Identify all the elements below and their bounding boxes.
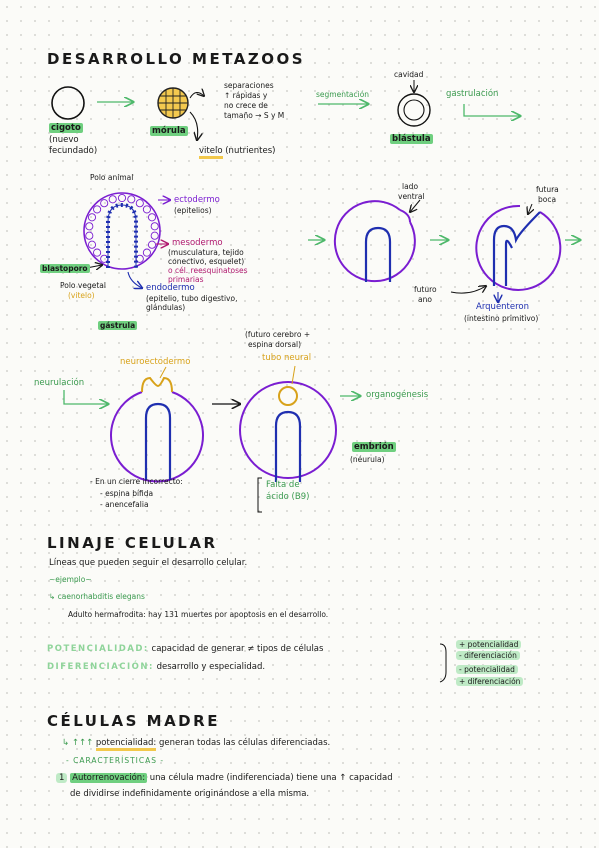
linaje-elegans: ↳ caenorhabditis elegans: [49, 592, 145, 601]
ectoderm-cell: [93, 248, 102, 257]
label-futura: futura: [536, 185, 559, 194]
ectoderm-cell: [150, 231, 159, 240]
madre-caracteristicas: - CARACTERÍSTICAS -: [66, 756, 165, 765]
label-ventral: ventral: [398, 192, 425, 201]
ectoderm-cell: [147, 213, 157, 222]
r1: + potencialidad: [456, 640, 522, 649]
label-gastrulacion: gastrulación: [446, 89, 499, 99]
label-mesodermo: mesodermo: [172, 238, 223, 248]
ectoderm-cell: [87, 213, 97, 222]
label-ano: ano: [418, 295, 432, 304]
linaje-ejemplo: ~ejemplo~: [49, 575, 92, 584]
label-cigoto: cigoto: [49, 123, 83, 133]
label-endodermo: endodermo: [146, 283, 195, 293]
label-anencefalia: - anencefalia: [100, 500, 149, 509]
ectoderm-cell: [135, 199, 144, 208]
ectoderm-cell: [142, 248, 151, 257]
label-cierre: - En un cierre incorrecto:: [90, 477, 183, 486]
label-div4: tamaño → S y M: [224, 111, 285, 120]
r3: - potencialidad: [456, 665, 518, 674]
label-tubo-neural: tubo neural: [262, 353, 312, 363]
label-div3: no crece de: [224, 101, 268, 110]
label-mesodermo-d2: conectivo, esquelet): [168, 257, 245, 266]
label-ectodermo: ectodermo: [174, 195, 220, 205]
linaje-line1: Líneas que pueden seguir el desarrollo c…: [49, 558, 248, 568]
r4: + diferenciación: [456, 677, 524, 686]
label-polo-vegetal: Polo vegetal: [60, 281, 106, 290]
label-segmentacion: segmentación: [316, 90, 370, 99]
r2: - diferenciación: [456, 651, 520, 660]
label-neuroectodermo: neuroectodermo: [120, 357, 191, 367]
label-intestino: (intestino primitivo): [464, 314, 539, 323]
gastrula-drawing: [83, 192, 161, 270]
morula-drawing: [157, 87, 189, 119]
label-organogenesis: organogénesis: [366, 390, 429, 400]
label-futuro: futuro: [414, 285, 437, 294]
linaje-adulto: Adulto hermafrodita: hay 131 muertes por…: [68, 610, 329, 619]
ectoderm-cell: [87, 240, 97, 249]
label-nuevo: (nuevo: [49, 135, 79, 145]
blastula-drawing: [397, 93, 431, 127]
label-neurula: (néurula): [350, 455, 385, 464]
ectoderm-cell: [142, 205, 151, 214]
label-falta: Falta de: [266, 480, 300, 490]
label-lado: lado: [402, 182, 419, 191]
label-div1: separaciones: [224, 81, 274, 90]
label-espina-bifida: - espina bífida: [100, 489, 154, 498]
section-title-madre: CÉLULAS MADRE: [47, 712, 220, 730]
embryo-stage3-drawing: [475, 204, 562, 291]
embryo-stage2-drawing: [333, 200, 416, 283]
neurula-stage2-drawing: [239, 381, 337, 482]
ectoderm-cell: [150, 222, 159, 231]
page-title: DESARROLLO METAZOOS: [47, 50, 306, 68]
arrow-morula-vitelo: [189, 111, 198, 140]
label-mesodermo-d1: (musculatura, tejido: [168, 248, 244, 257]
label-embrion: embrión: [352, 442, 396, 452]
label-epitelios: (epitelios): [174, 206, 212, 215]
label-espina-dorsal: espina dorsal): [248, 340, 302, 349]
madre-line-last: de dividirse indefinidamente originándos…: [70, 789, 310, 799]
label-mesodermo-d4: primarias: [168, 275, 204, 284]
label-blastula: blástula: [390, 134, 433, 144]
label-endodermo-d2: glándulas): [146, 303, 186, 312]
potencialidad-row: POTENCIALIDAD: capacidad de generar ≠ ti…: [47, 644, 324, 654]
arrow-morula-divisions: [189, 92, 204, 99]
madre-line1: ↳ ↑↑↑ potencialidad: generan todas las c…: [62, 738, 330, 751]
ectoderm-cell: [100, 199, 109, 208]
label-neurulacion: neurulación: [34, 378, 85, 388]
ectoderm-cell: [108, 195, 117, 204]
ectoderm-cell: [93, 205, 102, 214]
label-futuro-cerebro: (futuro cerebro +: [245, 330, 311, 339]
label-vitelo: vitelo (nutrientes): [199, 146, 275, 159]
ectoderm-cell: [117, 193, 127, 203]
label-gastrula: gástrula: [98, 321, 138, 330]
zygote-circle: [51, 86, 85, 120]
label-morula: mórula: [150, 126, 188, 136]
label-blastoporo: blastoporo: [40, 264, 90, 273]
neurula-stage1-drawing: [110, 376, 204, 483]
label-div2: ↑ rápidas y: [224, 91, 268, 100]
bracket-potencialidad: [439, 643, 447, 683]
label-cavidad: cavidad: [394, 70, 424, 79]
madre-auto-row: 1 Autorrenovación: una célula madre (ind…: [56, 773, 393, 783]
diferenciacion-row: DIFERENCIACIÓN: desarrollo y especialida…: [47, 662, 266, 672]
label-fecundado: fecundado): [49, 146, 98, 156]
label-endodermo-d1: (epitelio, tubo digestivo,: [146, 294, 238, 303]
ectoderm-cell: [127, 195, 136, 204]
label-acido: ácido (B9): [266, 492, 310, 502]
label-boca: boca: [538, 195, 557, 204]
ectoderm-cell: [85, 231, 94, 240]
section-title-linaje: LINAJE CELULAR: [47, 534, 218, 552]
ectoderm-cell: [147, 240, 157, 249]
label-arquenteron: Arquénteron: [476, 302, 530, 312]
label-mesodermo-d3: o cél. reesquinatoses: [168, 266, 248, 275]
label-polo-animal: Polo animal: [90, 173, 134, 182]
label-vitelo-2: (vitelo): [68, 291, 95, 300]
ectoderm-cell: [85, 222, 94, 231]
